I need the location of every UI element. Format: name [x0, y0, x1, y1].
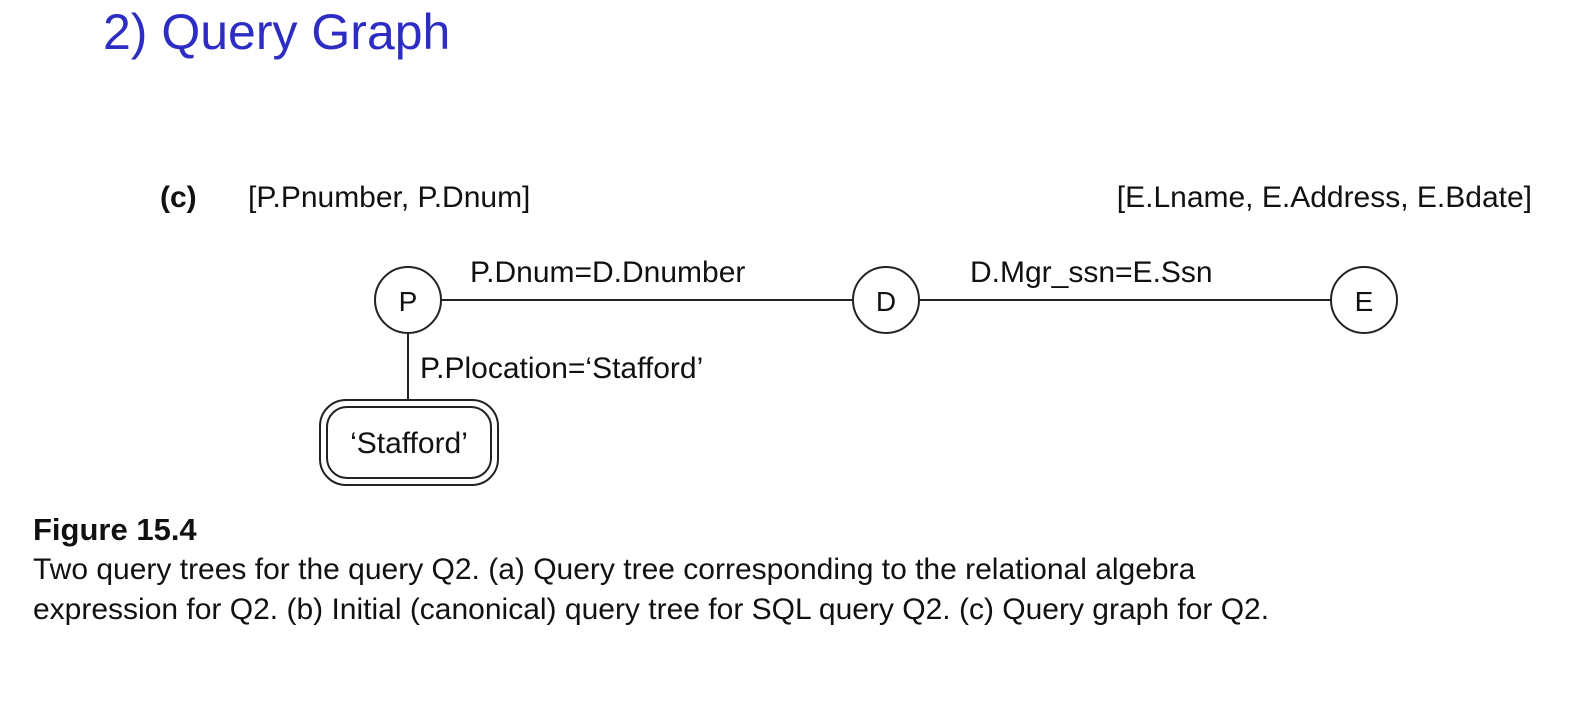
- node-e: E: [1330, 266, 1398, 334]
- slide-title: 2) Query Graph: [103, 4, 451, 60]
- node-e-label: E: [1355, 286, 1374, 317]
- constant-node: ‘Stafford’: [319, 399, 499, 486]
- edge-label-p-constant: P.Plocation=‘Stafford’: [420, 352, 703, 385]
- constant-node-label: ‘Stafford’: [350, 427, 468, 460]
- node-p-label: P: [399, 286, 418, 317]
- part-label: (c): [160, 181, 197, 214]
- figure-caption: Figure 15.4 Two query trees for the quer…: [33, 510, 1433, 630]
- node-p: P: [374, 266, 442, 334]
- caption-line-2: expression for Q2. (b) Initial (canonica…: [33, 593, 1270, 626]
- query-graph-diagram: (c) [P.Pnumber, P.Dnum] [E.Lname, E.Addr…: [160, 181, 1532, 486]
- attributes-e: [E.Lname, E.Address, E.Bdate]: [1117, 181, 1532, 214]
- attributes-p: [P.Pnumber, P.Dnum]: [248, 181, 530, 214]
- node-d-label: D: [876, 286, 896, 317]
- caption-line-1: Two query trees for the query Q2. (a) Qu…: [33, 553, 1196, 586]
- edge-label-p-d: P.Dnum=D.Dnumber: [470, 256, 745, 289]
- figure-title: Figure 15.4: [33, 512, 197, 547]
- edge-label-d-e: D.Mgr_ssn=E.Ssn: [970, 256, 1213, 289]
- node-d: D: [852, 266, 920, 334]
